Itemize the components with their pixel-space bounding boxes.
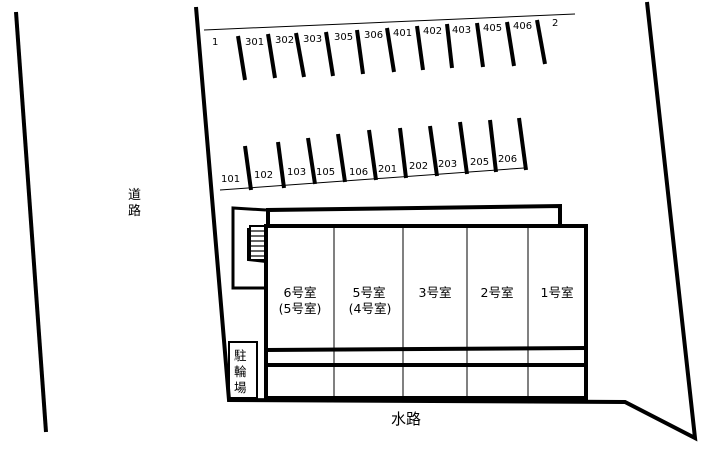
- road-label-char: 道: [128, 188, 141, 203]
- annex-outline: [231, 206, 267, 290]
- unit-labels: 6号室 (5号室) 5号室 (4号室) 3号室 2号室 1号室: [279, 285, 574, 316]
- parking-space-label: 405: [483, 23, 502, 34]
- walkway-outline: [266, 203, 562, 225]
- stairs-outline: [249, 225, 267, 261]
- parking-space-label: 201: [378, 164, 397, 175]
- parking-space-label: 406: [513, 21, 532, 32]
- unit-label: 1号室: [541, 285, 574, 300]
- parking-space-label: 202: [409, 161, 428, 172]
- parking-space-label: 1: [212, 37, 218, 48]
- parking-top-baseline: [203, 13, 576, 31]
- bicycle-parking-label-char: 場: [234, 380, 247, 395]
- building-outline: [264, 224, 588, 400]
- parking-middle-dividers: [243, 117, 528, 191]
- parking-space-label: 303: [303, 34, 322, 45]
- bicycle-parking-label-char: 駐: [234, 348, 247, 363]
- parking-space-label: 402: [423, 26, 442, 37]
- waterway-label: 水路: [391, 410, 421, 428]
- parking-space-label: 103: [287, 167, 306, 178]
- parking-space-label: 205: [470, 157, 489, 168]
- parking-space-label: 401: [393, 28, 412, 39]
- parking-top-dividers: [236, 19, 547, 81]
- unit-label-sub: (4号室): [349, 301, 392, 316]
- bicycle-parking-box: [228, 341, 258, 399]
- unit-label: 3号室: [419, 285, 452, 300]
- parking-space-label: 203: [438, 159, 457, 170]
- parking-space-label: 302: [275, 35, 294, 46]
- stairs-accent: [247, 228, 267, 263]
- parking-space-label: 105: [316, 167, 335, 178]
- stairs-steps: [251, 230, 266, 257]
- unit-label: 2号室: [481, 285, 514, 300]
- parking-space-label: 403: [452, 25, 471, 36]
- parking-space-label: 102: [254, 170, 273, 181]
- parking-top-labels: 1 301 302 303 305 306 401 402 403 405 40…: [212, 18, 558, 48]
- bicycle-parking-label-char: 輪: [234, 364, 247, 379]
- balcony-line: [265, 346, 587, 352]
- unit-label-sub: (5号室): [279, 301, 322, 316]
- parking-space-label: 301: [245, 37, 264, 48]
- unit-label: 6号室: [284, 285, 317, 300]
- parking-space-label: 2: [552, 18, 558, 29]
- lot-boundary: [194, 1, 698, 442]
- parking-middle-labels: 101 102 103 105 106 201 202 203 205 206: [221, 154, 517, 185]
- parking-space-label: 306: [364, 30, 383, 41]
- road-edge-line: [14, 11, 48, 433]
- unit-label: 5号室: [353, 285, 386, 300]
- road-label-char: 路: [128, 203, 141, 219]
- parking-space-label: 106: [349, 167, 368, 178]
- parking-middle-baseline: [219, 167, 525, 191]
- parking-space-label: 305: [334, 32, 353, 43]
- parking-space-label: 101: [221, 174, 240, 185]
- parking-space-label: 206: [498, 154, 517, 165]
